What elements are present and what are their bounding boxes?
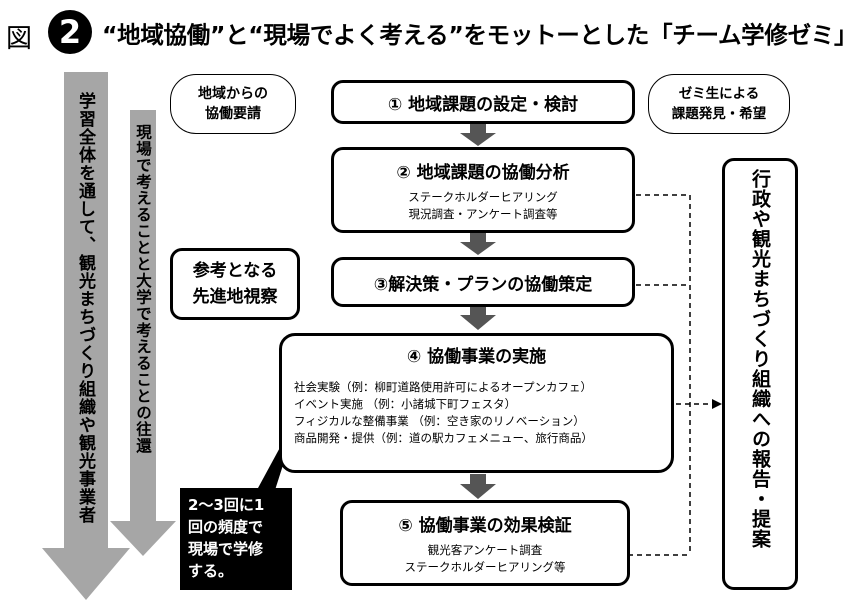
inner-gray-arrow (110, 110, 176, 556)
step-4-title: ④ 協働事業の実施 (406, 347, 547, 367)
step-1-title: ① 地域課題の設定・検討 (387, 94, 579, 115)
regional-request-box: 地域からの 協働要請 (170, 74, 296, 134)
step-5-detail: ステークホルダーヒアリング等 (404, 559, 566, 574)
step-5-box: ⑤ 協働事業の効果検証 観光客アンケート調査 ステークホルダーヒアリング等 (340, 500, 630, 586)
step-4-detail: フィジカルな整備事業 （例：空き家のリノベーション） (294, 414, 585, 428)
dashed-arrow-head (712, 399, 722, 409)
report-proposal-text: 行政や観光まちづくり組織への報告・提案 (749, 169, 771, 549)
step-2-detail: 現況調査・アンケート調査等 (408, 206, 558, 221)
step-3-title: ③解決策・プランの協働策定 (373, 274, 593, 295)
regional-request-text: 地域からの 協働要請 (198, 86, 268, 122)
figure-label: 図 (6, 24, 33, 54)
figure-number-badge: 2 (48, 10, 92, 54)
step-4-detail: イベント実施 （例：小諸城下町フェスタ） (294, 397, 517, 411)
step-arrow-3 (460, 305, 496, 330)
seminar-student-text: ゼミ生による 課題発見・希望 (671, 86, 767, 122)
inner-arrow-text: 現場で考えることと大学で考えることの往還 (134, 124, 152, 454)
step-4-box: ④ 協働事業の実施 社会実験（例：柳町道路使用許可によるオープンカフェ） イベン… (279, 333, 674, 473)
frequency-callout: 2〜3回に1 回の頻度で 現場で学修 する。 (180, 488, 292, 590)
page-title: “地域協働”と“現場でよく考える”をモットーとした「チーム学修ゼミ」 (102, 21, 846, 49)
step-2-detail: ステークホルダーヒアリング (408, 189, 558, 204)
outer-gray-arrow (42, 72, 130, 600)
step-5-detail: 観光客アンケート調査 (427, 542, 543, 557)
step-4-detail: 商品開発・提供（例：道の駅カフェメニュー、旅行商品） (294, 431, 593, 445)
outer-arrow-text: 学習全体を通して、観光まちづくり組織や観光事業者 (75, 92, 95, 524)
site-visit-box: 参考となる 先進地視察 (170, 248, 300, 320)
site-visit-text: 参考となる 先進地視察 (192, 261, 278, 307)
dashed-connectors (628, 194, 712, 556)
report-proposal-box: 行政や観光まちづくり組織への報告・提案 (722, 158, 798, 590)
step-5-title: ⑤ 協働事業の効果検証 (398, 515, 572, 536)
step-arrow-2 (460, 232, 496, 255)
step-2-box: ② 地域課題の協働分析 ステークホルダーヒアリング 現況調査・アンケート調査等 (331, 147, 635, 233)
step-3-box: ③解決策・プランの協働策定 (331, 257, 635, 307)
step-arrow-4 (460, 474, 496, 499)
figure-number: 2 (58, 13, 82, 51)
step-arrow-1 (460, 123, 496, 146)
step-4-detail: 社会実験（例：柳町道路使用許可によるオープンカフェ） (294, 380, 592, 394)
step-1-box: ① 地域課題の設定・検討 (331, 80, 635, 124)
frequency-text: 2〜3回に1 回の頻度で 現場で学修 する。 (188, 496, 265, 580)
step-2-title: ② 地域課題の協働分析 (396, 162, 570, 183)
seminar-student-box: ゼミ生による 課題発見・希望 (648, 74, 790, 134)
